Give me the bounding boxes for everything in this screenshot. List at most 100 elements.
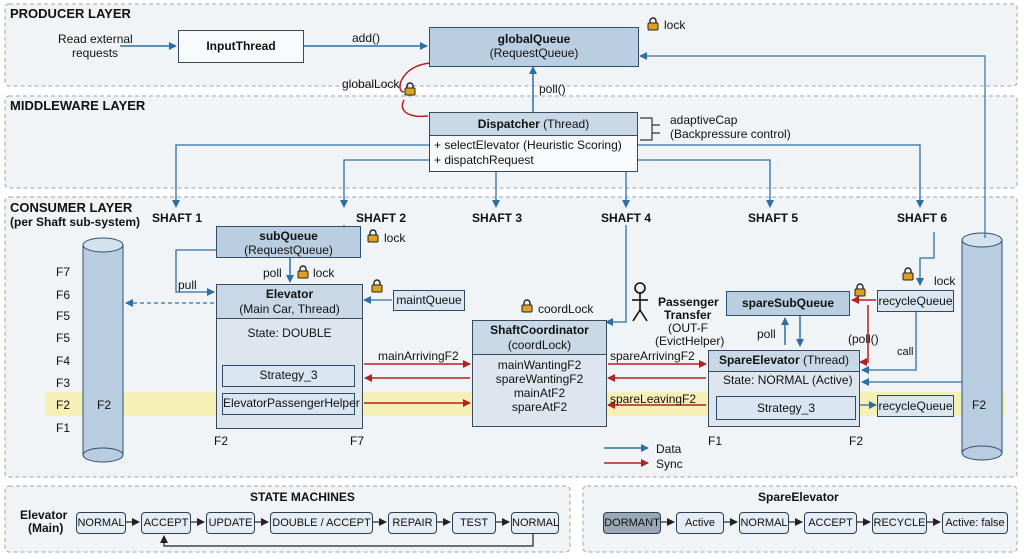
- passenger-icon: [632, 282, 648, 322]
- main-arriving-label: mainArrivingF2: [378, 349, 459, 363]
- shaft-2-label: SHAFT 2: [356, 211, 407, 225]
- global-queue-title: globalQueue: [497, 32, 571, 46]
- shaft-4-label: SHAFT 4: [601, 211, 652, 225]
- spare-state-dormant[interactable]: DORMANT: [603, 512, 661, 534]
- elevator-state-double-accept[interactable]: DOUBLE / ACCEPT: [270, 512, 373, 534]
- shaft4-to-coordinator: [605, 225, 627, 326]
- coord-lock-label: coordLock: [538, 302, 594, 316]
- lock-icon: [297, 265, 309, 279]
- external-requests-label-2: requests: [72, 46, 119, 60]
- lock-icon: [854, 283, 866, 297]
- adaptive-cap-bracket: [640, 117, 660, 141]
- sub-queue-subtitle: (RequestQueue): [244, 243, 333, 257]
- coordinator-title: ShaftCoordinator: [490, 323, 589, 337]
- global-queue-box[interactable]: globalQueue (RequestQueue): [429, 27, 639, 67]
- dispatcher-title-suffix: (Thread): [543, 117, 590, 131]
- elevator-state-normal[interactable]: NORMAL: [76, 512, 126, 534]
- elevator-state-arrows: [126, 518, 534, 547]
- input-thread-label: InputThread: [206, 39, 276, 53]
- shaft-6-label: SHAFT 6: [897, 211, 948, 225]
- recycle-poll-label: (poll(): [848, 332, 879, 346]
- dispatcher-to-shaft1: [172, 144, 429, 208]
- shaft1-cylinder: [82, 237, 124, 463]
- elevator-state-normal-final[interactable]: NORMAL: [511, 512, 559, 534]
- dispatcher-to-shaft2: [340, 159, 429, 208]
- spare-state-active[interactable]: Active: [676, 512, 724, 534]
- sub-queue-box[interactable]: subQueue (RequestQueue): [216, 226, 361, 258]
- spare-title-suffix: (Thread): [803, 353, 850, 367]
- legend-sync-label: Sync: [656, 457, 683, 471]
- lock-icon: [902, 267, 914, 281]
- middleware-layer-title: MIDDLEWARE LAYER: [10, 98, 146, 113]
- shaft1-current-floor: F2: [97, 398, 112, 412]
- state-machines-title: STATE MACHINES: [250, 490, 355, 504]
- passenger-transfer-label-2: Transfer: [664, 308, 712, 322]
- floor-label: F2: [56, 398, 71, 412]
- coordinator-subtitle: (coordLock): [507, 338, 572, 352]
- maint-queue-box[interactable]: maintQueue: [393, 290, 465, 311]
- main-strategy-box[interactable]: Strategy_3: [222, 365, 355, 387]
- spare-state-recycle[interactable]: RECYCLE: [872, 512, 927, 534]
- dispatcher-header: Dispatcher (Thread): [430, 113, 637, 136]
- main-bottom-floor-right: F7: [350, 434, 365, 448]
- elevator-title: Elevator: [265, 287, 314, 301]
- producer-layer-title: PRODUCER LAYER: [10, 6, 131, 21]
- elevator-sm-label: Elevator: [20, 508, 68, 522]
- floor-label: F1: [56, 421, 71, 435]
- spare-state-normal[interactable]: NORMAL: [739, 512, 789, 534]
- coordinator-field: spareAtF2: [511, 400, 568, 414]
- backpressure-label: (Backpressure control): [670, 127, 791, 141]
- floor-label: F4: [56, 354, 71, 368]
- spare-state-accept[interactable]: ACCEPT: [804, 512, 857, 534]
- spare-state-inactive[interactable]: Active: false: [942, 512, 1008, 534]
- floor-label: F7: [56, 265, 71, 279]
- floor-label: F5: [56, 331, 71, 345]
- passenger-transfer-label-4: (EvictHelper): [655, 334, 725, 348]
- shaft-1-label: SHAFT 1: [152, 211, 203, 225]
- dispatcher-to-shaft5: [637, 159, 774, 208]
- recycle-queue-top-box[interactable]: recycleQueue: [877, 290, 954, 312]
- spare-strategy-box[interactable]: Strategy_3: [716, 396, 856, 420]
- elevator-state-repair[interactable]: REPAIR: [388, 512, 437, 534]
- spare-bottom-floor-left: F1: [708, 434, 723, 448]
- floor-label: F6: [56, 288, 71, 302]
- global-lock-label: globalLock: [342, 77, 400, 91]
- elevator-header: Elevator (Main Car, Thread): [217, 285, 362, 319]
- dispatcher-method-1: + selectElevator (Heuristic Scoring): [434, 138, 622, 152]
- spare-state: State: NORMAL (Active): [723, 373, 853, 387]
- elevator-state-accept[interactable]: ACCEPT: [141, 512, 191, 534]
- spare-title: SpareElevator: [718, 353, 800, 367]
- input-thread-box[interactable]: InputThread: [178, 30, 304, 63]
- recycle-lock-label: lock: [934, 274, 956, 288]
- shaft-3-label: SHAFT 3: [472, 211, 523, 225]
- recycle-queue-bottom-box[interactable]: recycleQueue: [877, 395, 954, 417]
- spare-poll-label: poll: [757, 327, 776, 341]
- spare-sub-queue-box[interactable]: spareSubQueue: [726, 291, 850, 316]
- pull-label: pull: [178, 278, 197, 292]
- sub-queue-lock-label: lock: [384, 231, 406, 245]
- lock-icon: [367, 229, 379, 243]
- pull-line: [175, 249, 216, 296]
- dispatcher-to-shaft6: [637, 144, 924, 208]
- global-queue-lock-label: lock: [664, 18, 686, 32]
- passenger-helper-box[interactable]: ElevatorPassengerHelper: [222, 393, 360, 415]
- sub-queue-title: subQueue: [259, 229, 318, 243]
- elevator-state-test[interactable]: TEST: [452, 512, 496, 534]
- recycle-return-line: [639, 52, 986, 238]
- global-lock-curve: [399, 62, 431, 118]
- spare-sub-queue-label: spareSubQueue: [741, 296, 835, 310]
- floor-label: F5: [56, 309, 71, 323]
- elevator-state-update[interactable]: UPDATE: [206, 512, 255, 534]
- poll-label: poll(): [539, 82, 566, 96]
- global-queue-subtitle: (RequestQueue): [489, 46, 579, 60]
- consumer-layer-subtitle: (per Shaft sub-system): [10, 215, 141, 229]
- coordinator-field: mainWantingF2: [497, 358, 582, 372]
- lock-icon: [521, 299, 533, 313]
- coordinator-field: spareWantingF2: [495, 372, 584, 386]
- dispatcher-box[interactable]: Dispatcher (Thread) + selectElevator (He…: [429, 112, 638, 172]
- shaft-coordinator-box[interactable]: ShaftCoordinator (coordLock) mainWanting…: [472, 320, 607, 427]
- lock-icon: [647, 17, 659, 31]
- elevator-poll-label: poll: [263, 266, 282, 280]
- dispatcher-title: Dispatcher: [477, 117, 540, 131]
